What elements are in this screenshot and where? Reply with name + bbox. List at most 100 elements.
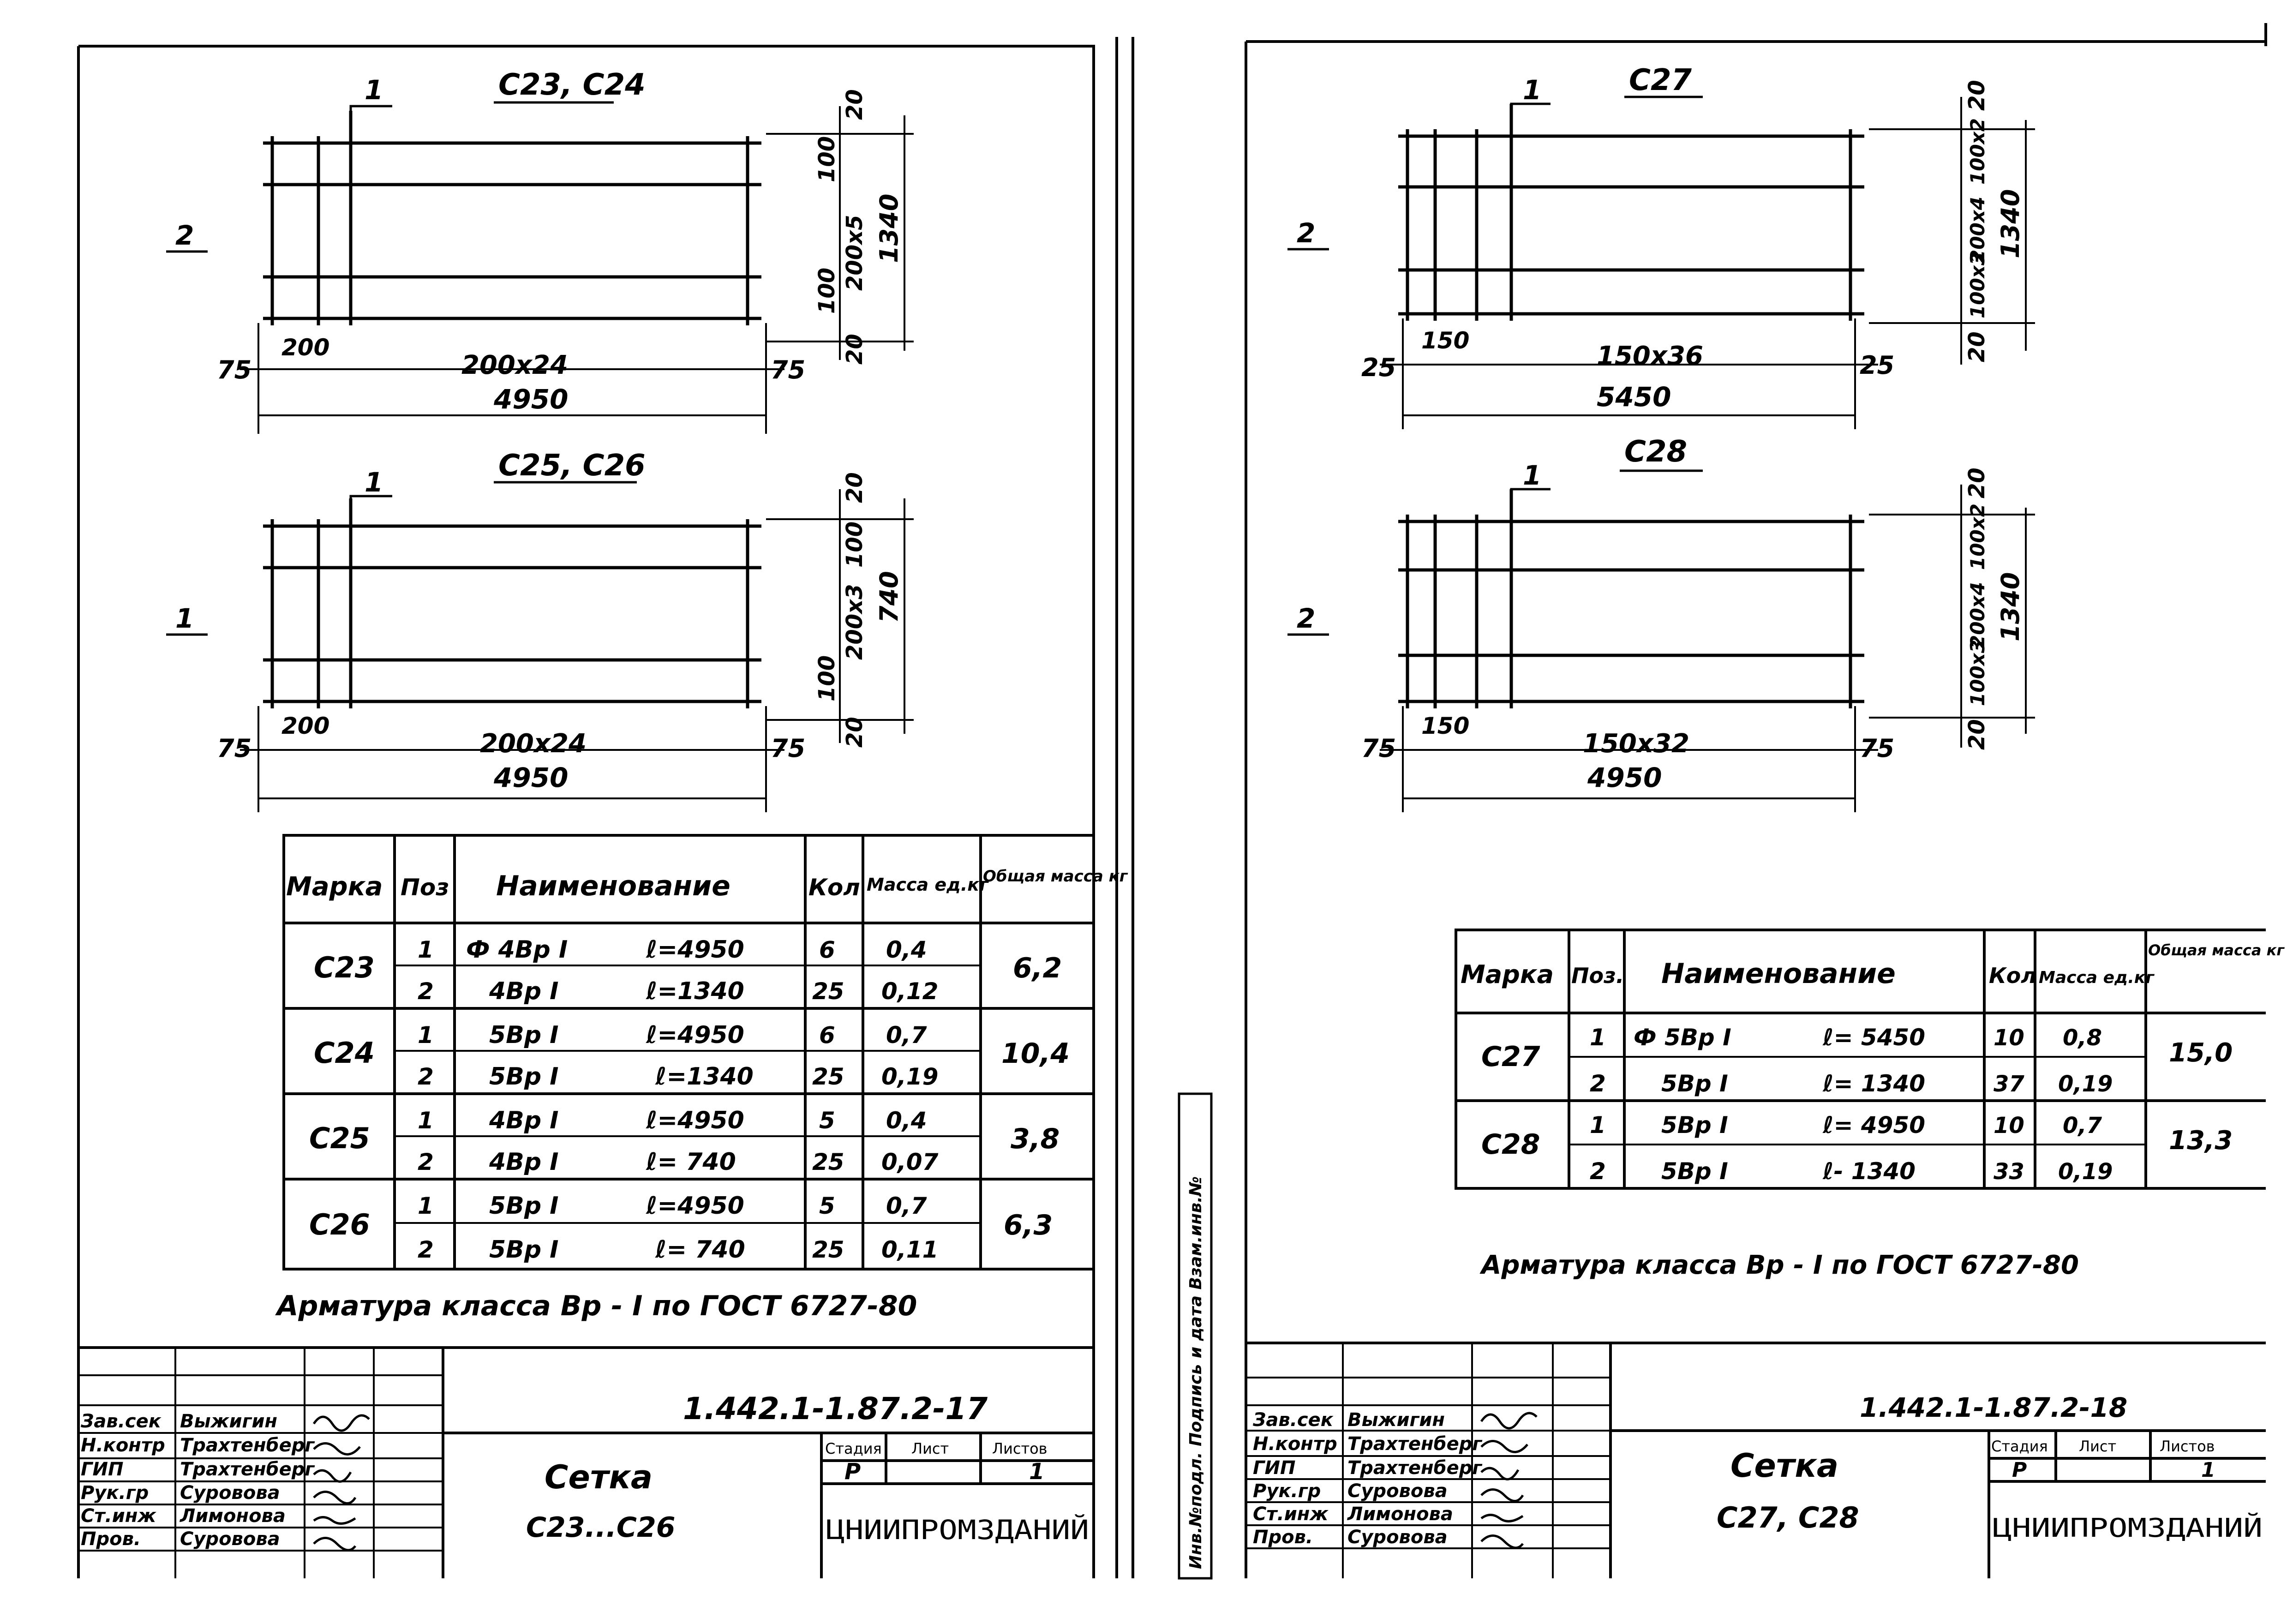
stamp-role: Н.контр <box>81 1435 165 1456</box>
dim-label: 200x4 <box>1966 582 1989 648</box>
reinforcement-note: Арматура класса Вр - I по ГОСТ 6727-80 <box>1479 1250 2079 1280</box>
name-cell: 5Вр I <box>489 1236 559 1264</box>
mass-cell: 0,07 <box>881 1149 939 1175</box>
dim-label: 5450 <box>1597 381 1671 413</box>
organization-name: ЦНИИПРОМЗДАНИЙ <box>826 1514 1089 1546</box>
specification-table-right: Марка Поз. Наименование Кол Масса ед.кг … <box>1455 929 2285 1190</box>
position-label: 2 <box>175 220 194 251</box>
stamp-role: Ст.инж <box>1253 1504 1329 1525</box>
name-cell: 5Вр I <box>489 1063 559 1091</box>
length-cell: ℓ=1340 <box>646 977 744 1005</box>
drawing-title: C25, C26 <box>498 449 646 483</box>
pos-cell: 2 <box>418 1063 434 1090</box>
stamp-name: Суровова <box>180 1482 280 1504</box>
qty-cell: 10 <box>1994 1113 2024 1139</box>
stamp-role: ГИП <box>1253 1457 1295 1479</box>
stage-value: Р <box>844 1459 861 1485</box>
table-header: Масса ед.кг <box>2039 968 2155 987</box>
length-cell: ℓ= 4950 <box>1822 1112 1925 1139</box>
mass-cell: 0,8 <box>2063 1025 2102 1051</box>
stage-label: Стадия <box>825 1440 882 1457</box>
name-cell: 4Вр I <box>489 1107 559 1134</box>
qty-cell: 5 <box>819 1193 835 1219</box>
mark-cell: С27 <box>1481 1041 1540 1073</box>
total-mass-cell: 6,3 <box>1004 1209 1053 1241</box>
qty-cell: 10 <box>1994 1025 2024 1051</box>
dim-label: 200 <box>281 334 329 361</box>
dim-label: 20 <box>1964 80 1990 111</box>
stamp-name: Трахтенберг <box>180 1435 315 1456</box>
position-label: 1 <box>1523 74 1541 106</box>
name-cell: Ф 4Вр I <box>466 936 568 964</box>
title-block-left: Зав.сек Н.контр ГИП Рук.гр Ст.инж Пров. … <box>78 1346 1094 1578</box>
table-header: Марка <box>286 872 383 902</box>
pos-cell: 1 <box>418 1193 434 1219</box>
stage-label: Стадия <box>1991 1438 2048 1455</box>
stamp-name: Трахтенберг <box>1347 1433 1482 1455</box>
stamp-name: Суровова <box>1347 1480 1448 1502</box>
dim-label: 200x4 <box>1966 197 1989 263</box>
stamp-name: Выжигин <box>1347 1409 1445 1431</box>
document-subtitle: С23...С26 <box>526 1511 675 1544</box>
mass-cell: 0,4 <box>886 1107 927 1134</box>
position-label: 1 <box>1523 460 1541 491</box>
sheet-label: Лист <box>2079 1438 2116 1455</box>
sheets-value: 1 <box>1029 1459 1044 1485</box>
table-header: Поз <box>401 874 449 901</box>
position-label: 1 <box>365 74 383 106</box>
pos-cell: 1 <box>418 936 434 963</box>
position-label: 2 <box>1297 217 1315 249</box>
title-block-right: Зав.сек Н.контр ГИП Рук.гр Ст.инж Пров. … <box>1246 1342 2266 1578</box>
mass-cell: 0,19 <box>2058 1071 2113 1097</box>
dim-label: 200x5 <box>842 215 868 291</box>
mass-cell: 0,19 <box>2058 1159 2113 1185</box>
stamp-name: Трахтенберг <box>1347 1457 1482 1479</box>
stamp-name: Лимонова <box>180 1505 286 1527</box>
name-cell: 5Вр I <box>1661 1112 1728 1139</box>
stamp-role: Зав.сек <box>1252 1409 1334 1431</box>
dim-label: 25 <box>1361 353 1396 382</box>
stage-value: Р <box>2012 1458 2027 1482</box>
dim-label: 20 <box>1964 719 1990 750</box>
position-label: 2 <box>1297 603 1315 634</box>
dim-label: 100x2 <box>1966 503 1989 570</box>
dim-label: 75 <box>217 355 251 384</box>
length-cell: ℓ=4950 <box>646 936 744 964</box>
name-cell: 5Вр I <box>489 1192 559 1220</box>
table-header: Кол <box>1989 963 2036 988</box>
drawing-title: C27 <box>1629 63 1692 97</box>
dim-label: 150x36 <box>1597 341 1703 371</box>
dim-label: 100 <box>814 655 840 701</box>
mass-cell: 0,11 <box>881 1236 938 1263</box>
mesh-drawing-c23-c24: C23, C24 1 2 200 75 200x24 <box>166 68 914 434</box>
dim-label: 20 <box>1964 467 1990 498</box>
side-strip: Инв.№подл. Подпись и дата Взам.инв.№ <box>1178 1092 1213 1580</box>
dim-label: 150 <box>1421 327 1469 354</box>
name-cell: 5Вр I <box>1661 1158 1728 1185</box>
dim-label: 20 <box>842 334 868 365</box>
dim-label: 100x3 <box>1966 252 1989 318</box>
pos-cell: 2 <box>418 978 434 1005</box>
total-mass-cell: 6,2 <box>1013 952 1062 984</box>
dim-label: 1340 <box>1996 572 2025 641</box>
table-header: Кол <box>808 874 860 901</box>
stamp-name: Лимонова <box>1347 1504 1453 1525</box>
dim-label: 100 <box>814 268 840 314</box>
organization-name: ЦНИИПРОМЗДАНИЙ <box>1993 1513 2263 1543</box>
mark-cell: С23 <box>314 951 375 984</box>
dim-label: 1340 <box>874 194 904 263</box>
table-header: Масса ед.кг <box>867 875 989 895</box>
length-cell: ℓ=1340 <box>655 1063 754 1091</box>
table-header: Общая масса кг <box>983 867 1128 886</box>
dim-label: 25 <box>1860 351 1894 380</box>
document-title: Сетка <box>1730 1447 1838 1485</box>
mass-cell: 0,4 <box>886 936 927 963</box>
reinforcement-note: Арматура класса Вр - I по ГОСТ 6727-80 <box>275 1290 917 1322</box>
length-cell: ℓ=4950 <box>646 1192 744 1220</box>
mass-cell: 0,7 <box>886 1022 927 1049</box>
length-cell: ℓ= 1340 <box>1822 1070 1925 1097</box>
dim-label: 100x3 <box>1966 640 1989 706</box>
sheets-label: Листов <box>2160 1438 2215 1455</box>
dim-label: 200x24 <box>480 729 587 759</box>
stamp-name: Суровова <box>180 1528 280 1550</box>
